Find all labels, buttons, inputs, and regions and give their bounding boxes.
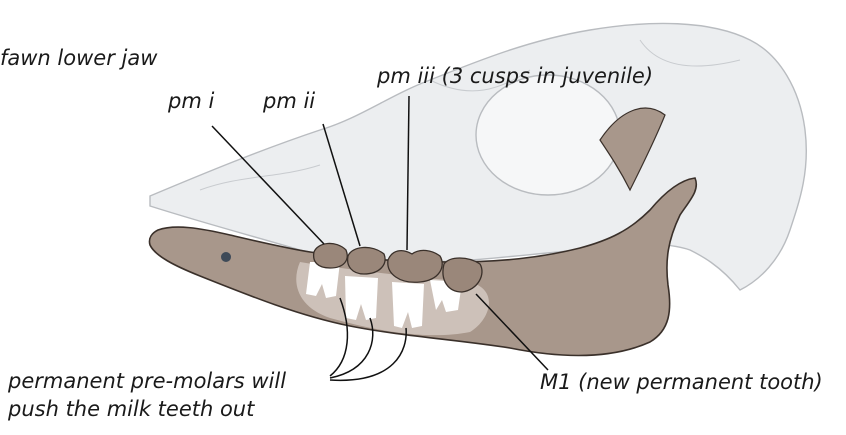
label-m1: M1 (new permanent tooth) bbox=[540, 372, 823, 393]
label-pm-ii: pm ii bbox=[263, 91, 315, 112]
label-permanent-premolars-line2: push the milk teeth out bbox=[8, 399, 254, 420]
mental-foramen bbox=[221, 252, 231, 262]
milk-tooth-pm1 bbox=[314, 243, 348, 268]
label-pm-iii: pm iii (3 cusps in juvenile) bbox=[377, 66, 653, 87]
label-pm-i: pm i bbox=[168, 91, 214, 112]
label-permanent-premolars-line1: permanent pre-molars will bbox=[8, 371, 286, 392]
milk-tooth-pm3 bbox=[388, 250, 442, 282]
milk-tooth-pm2 bbox=[348, 247, 385, 274]
eye-orbit bbox=[476, 75, 620, 195]
diagram-title: fawn lower jaw bbox=[0, 48, 157, 69]
